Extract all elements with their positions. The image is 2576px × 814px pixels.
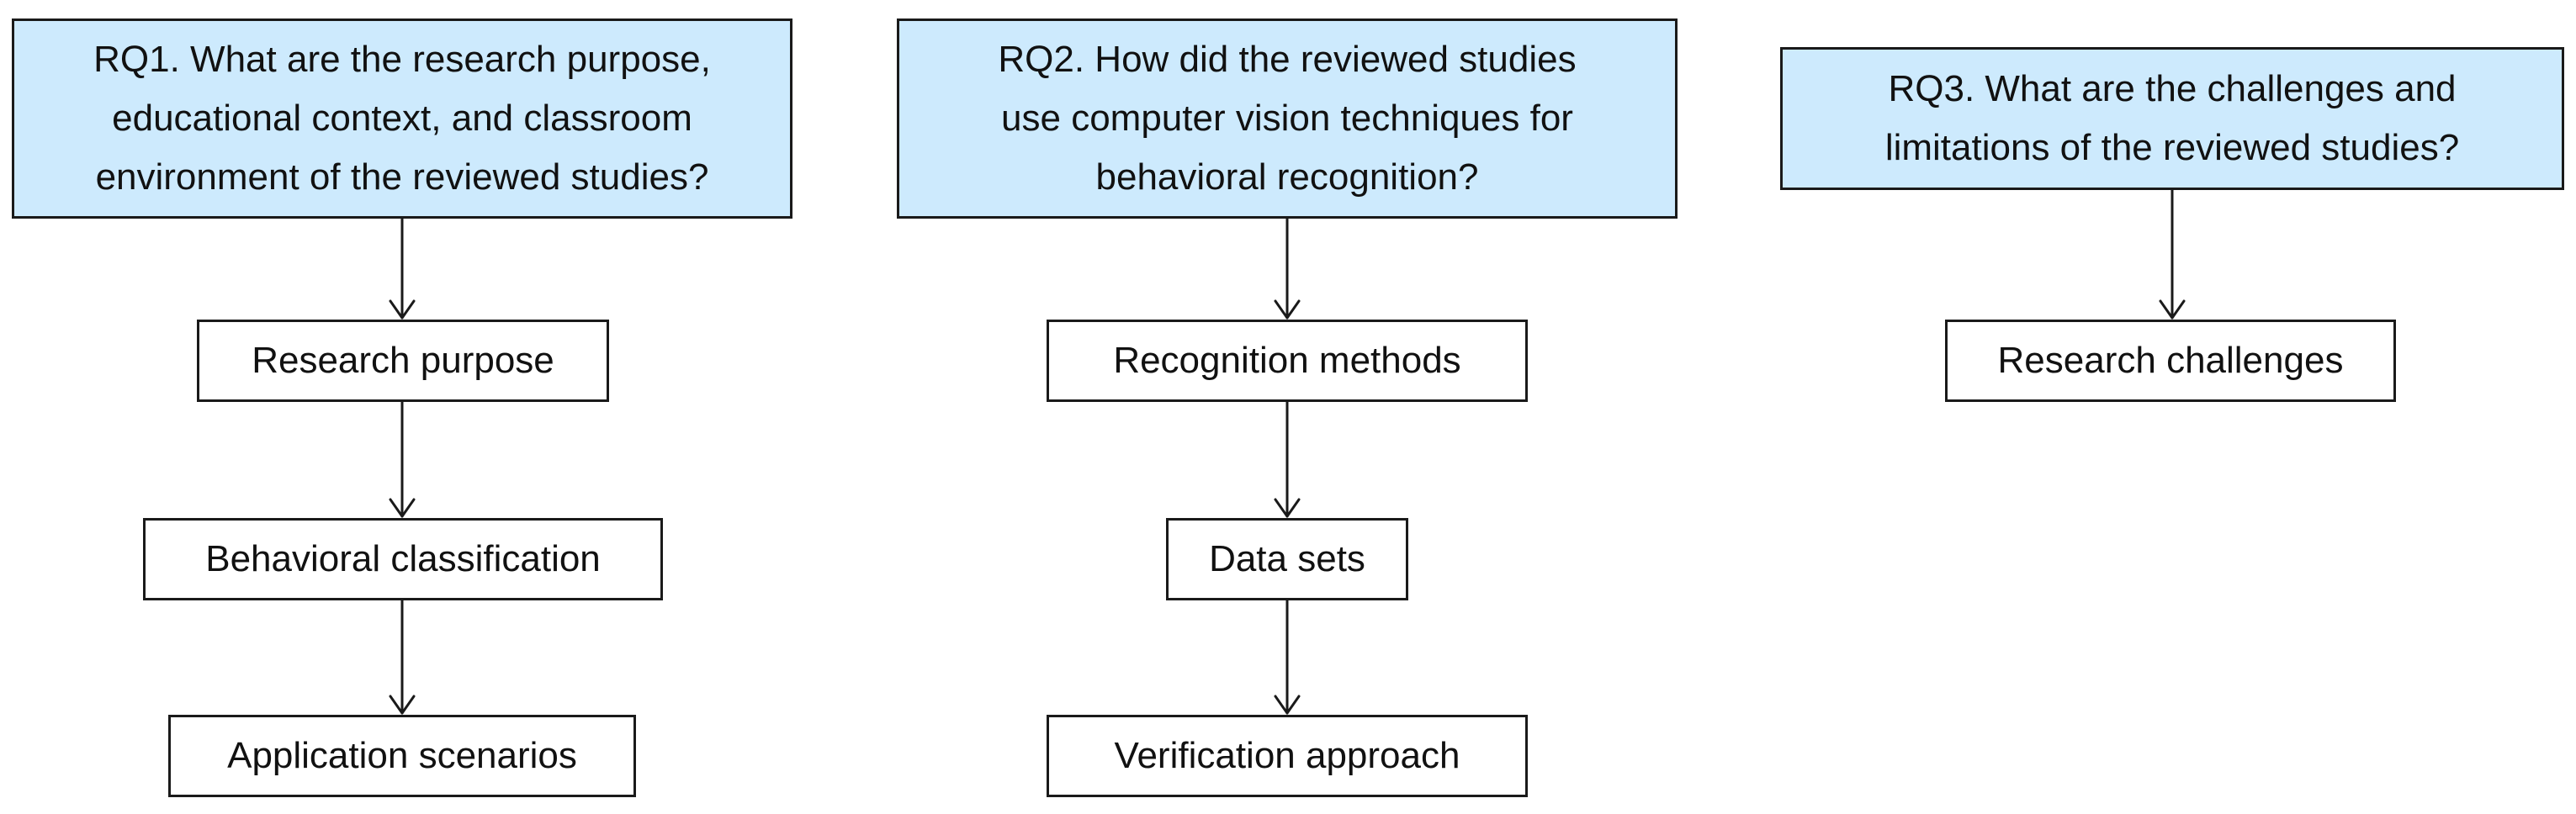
arrowhead-icon [1274, 498, 1301, 518]
arrowhead-icon [1274, 299, 1301, 320]
rq2-question-box: RQ2. How did the reviewed studies use co… [897, 18, 1678, 219]
rq2-question-text: RQ2. How did the reviewed studies use co… [998, 30, 1576, 207]
application-scenarios-box: Application scenarios [168, 715, 636, 797]
rq3-question-text: RQ3. What are the challenges and limitat… [1885, 60, 2459, 177]
rq3-question-line: RQ3. What are the challenges and [1888, 68, 2457, 109]
rq1-question-line: educational context, and classroom [112, 98, 692, 139]
rq2-question-line: use computer vision techniques for [1001, 98, 1573, 139]
arrowhead-icon [1274, 695, 1301, 715]
research-purpose-box: Research purpose [197, 320, 609, 402]
rq1-question-text: RQ1. What are the research purpose, educ… [93, 30, 711, 207]
arrowhead-icon [2159, 299, 2186, 320]
arrowhead-icon [389, 695, 416, 715]
rq3-question-line: limitations of the reviewed studies? [1884, 127, 2460, 168]
verification-approach-box: Verification approach [1047, 715, 1528, 797]
recognition-methods-box: Recognition methods [1047, 320, 1528, 402]
arrowhead-icon [389, 299, 416, 320]
rq2-question-line: behavioral recognition? [1095, 156, 1479, 198]
rq1-question-line: RQ1. What are the research purpose, [93, 39, 711, 80]
arrowhead-icon [389, 498, 416, 518]
behavioral-classification-box: Behavioral classification [143, 518, 663, 600]
rq3-question-box: RQ3. What are the challenges and limitat… [1780, 47, 2564, 190]
research-challenges-box: Research challenges [1945, 320, 2396, 402]
rq1-question-box: RQ1. What are the research purpose, educ… [12, 18, 792, 219]
data-sets-box: Data sets [1166, 518, 1408, 600]
rq2-question-line: RQ2. How did the reviewed studies [998, 39, 1577, 80]
rq1-question-line: environment of the reviewed studies? [95, 156, 709, 198]
